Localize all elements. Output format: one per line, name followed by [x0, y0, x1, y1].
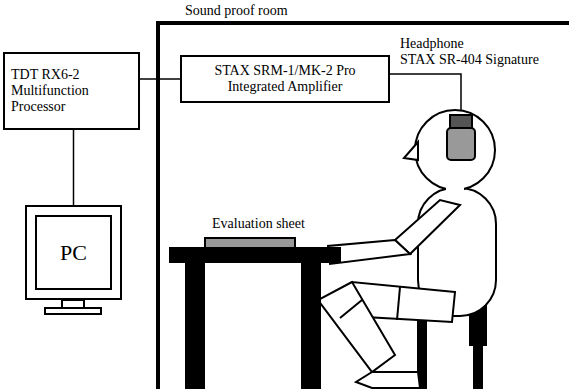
pc-monitor: PC — [25, 205, 122, 300]
monitor-screen: PC — [35, 215, 112, 290]
processor-box: TDT RX6-2 Multifunction Processor — [3, 52, 140, 130]
node-text: STAX SRM-1/MK-2 Pro Integrated Amplifier — [188, 63, 382, 95]
node-text: PC — [60, 240, 87, 265]
connector-line — [140, 78, 180, 80]
amplifier-box: STAX SRM-1/MK-2 Pro Integrated Amplifier — [180, 55, 390, 103]
connector-line — [73, 130, 75, 205]
headphone-model-label: STAX SR-404 Signature — [400, 52, 539, 68]
sheet-label: Evaluation sheet — [212, 216, 305, 232]
room-label: Sound proof room — [185, 3, 288, 19]
node-text: TDT RX6-2 Multifunction Processor — [11, 67, 119, 115]
headphone-label: Headphone — [400, 36, 464, 52]
